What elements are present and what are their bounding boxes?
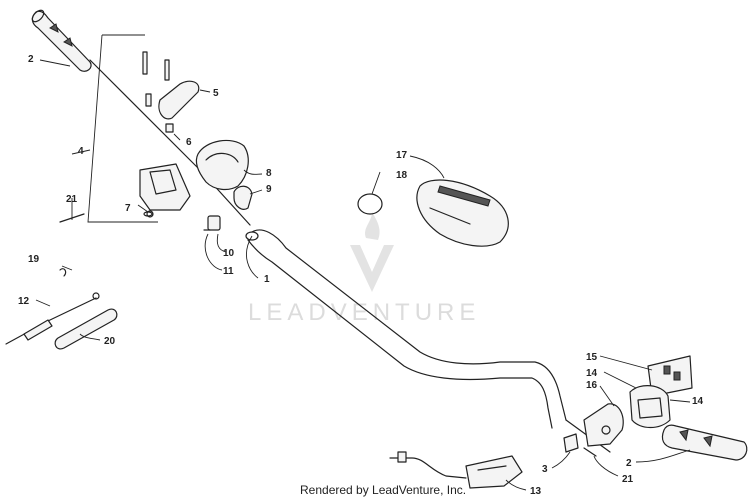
harness-part-13	[389, 451, 523, 489]
spring-part-19	[59, 268, 67, 277]
callout-19: 19	[28, 254, 40, 265]
callout-14-upper: 14	[586, 368, 598, 379]
clip-part-6	[165, 123, 174, 133]
callout-5: 5	[213, 88, 219, 99]
callout-6: 6	[186, 137, 192, 148]
switch-base-16	[583, 403, 624, 447]
screw-right	[583, 447, 597, 457]
callout-10: 10	[223, 248, 235, 259]
throttle-housing	[139, 163, 191, 218]
switch-part-10	[203, 215, 221, 231]
callout-8: 8	[266, 168, 272, 179]
right-grip	[661, 424, 748, 461]
callout-9: 9	[266, 184, 272, 195]
callout-11: 11	[223, 266, 234, 277]
watermark-text: LEADVENTURE	[248, 299, 480, 326]
callout-12: 12	[18, 296, 30, 307]
bracket-side	[87, 34, 158, 223]
callout-3: 3	[542, 464, 548, 475]
callout-21-left: 21	[66, 194, 78, 205]
callout-16: 16	[586, 380, 598, 391]
watermark-logo	[350, 212, 394, 292]
tube-part-20	[54, 308, 118, 350]
callout-4: 4	[78, 146, 84, 157]
washer-part-7	[143, 211, 153, 217]
leader-lines	[35, 59, 691, 491]
callout-1: 1	[264, 274, 270, 285]
callout-17: 17	[396, 150, 408, 161]
callout-15: 15	[586, 352, 598, 363]
switch-housing-14	[629, 385, 671, 429]
clamp-part-9	[233, 185, 253, 210]
ring-part-18	[357, 193, 383, 215]
callout-7: 7	[125, 203, 131, 214]
callout-2-left: 2	[28, 54, 34, 65]
switch-panel-15	[647, 355, 693, 397]
handguard-part-17	[416, 179, 509, 247]
throttle-lever	[142, 51, 200, 120]
cover-part-8	[195, 139, 249, 191]
render-credit: Rendered by LeadVenture, Inc.	[300, 483, 467, 497]
callout-14-right: 14	[692, 396, 704, 407]
callout-20: 20	[104, 336, 116, 347]
bushing-part-3	[563, 433, 579, 453]
callout-18: 18	[396, 170, 408, 181]
cable-part-12	[5, 292, 100, 345]
callout-13: 13	[530, 486, 542, 497]
callout-2-right: 2	[626, 458, 632, 469]
callout-21-right: 21	[622, 474, 634, 485]
left-grip	[31, 9, 92, 72]
